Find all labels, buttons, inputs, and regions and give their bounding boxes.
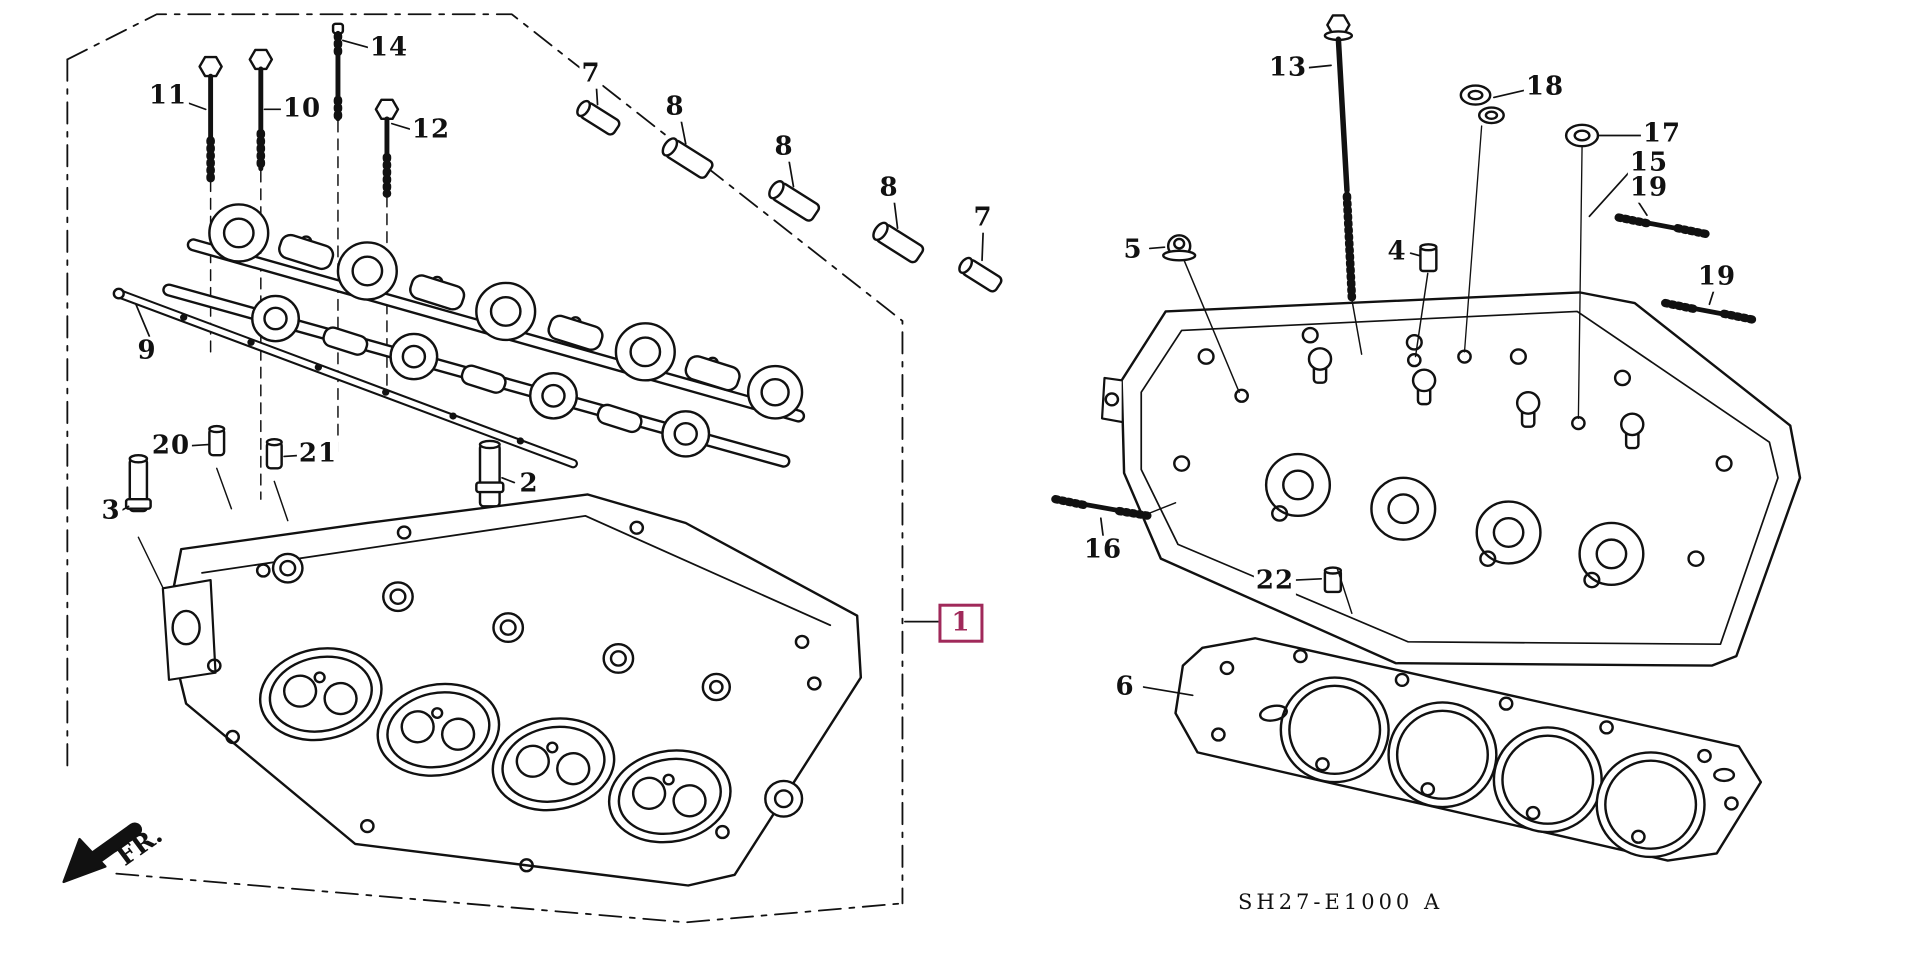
boundary-dashed-box [66, 13, 904, 924]
valve-stem-seal [1162, 234, 1240, 393]
head-bolt [1323, 14, 1363, 355]
callout-11[interactable]: 11 [146, 80, 190, 111]
callout-21[interactable]: 21 [296, 438, 340, 469]
callout-12[interactable]: 12 [409, 114, 453, 145]
callout-20[interactable]: 20 [149, 430, 193, 461]
callout-7[interactable]: 7 [971, 202, 995, 233]
rocker-shaft [112, 287, 578, 469]
callout-13[interactable]: 13 [1266, 52, 1310, 83]
callout-18[interactable]: 18 [1523, 71, 1567, 102]
head-gasket [1174, 637, 1763, 862]
studs [1051, 213, 1758, 521]
callout-22[interactable]: 22 [1253, 565, 1297, 596]
callout-17[interactable]: 17 [1640, 118, 1684, 149]
diagram-code: SH27-E1000 A [1238, 890, 1444, 914]
leader-lines-right [1099, 64, 1716, 697]
callout-8[interactable]: 8 [663, 91, 687, 122]
callout-5[interactable]: 5 [1121, 234, 1145, 265]
callout-3[interactable]: 3 [99, 495, 123, 526]
leader-lines-left [121, 39, 985, 623]
callout-8[interactable]: 8 [877, 172, 901, 203]
callout-16[interactable]: 16 [1081, 534, 1125, 565]
valve-caps [576, 99, 1003, 293]
valve-seal-cap [1414, 243, 1438, 358]
callout-14[interactable]: 14 [367, 32, 411, 63]
rocker-arm-assembly [162, 203, 806, 468]
callout-4[interactable]: 4 [1385, 236, 1409, 267]
callout-7[interactable]: 7 [579, 58, 603, 89]
callout-19[interactable]: 19 [1695, 261, 1739, 292]
callout-6[interactable]: 6 [1113, 671, 1137, 702]
callout-19[interactable]: 19 [1627, 172, 1671, 203]
callout-10[interactable]: 10 [280, 93, 324, 124]
fr-arrow-icon [62, 822, 143, 884]
valve-guides [124, 424, 505, 601]
cylinder-head-bottom-view [161, 493, 863, 887]
camshaft-holder-bolts [198, 22, 400, 198]
callout-8[interactable]: 8 [772, 131, 796, 162]
oil-seal-cap [1323, 566, 1353, 615]
callout-9[interactable]: 9 [135, 335, 159, 366]
washers [1459, 84, 1600, 420]
callout-15[interactable]: 15 [1627, 147, 1671, 178]
callout-2[interactable]: 2 [517, 468, 541, 499]
callout-1-boxed[interactable]: 1 [938, 603, 984, 643]
